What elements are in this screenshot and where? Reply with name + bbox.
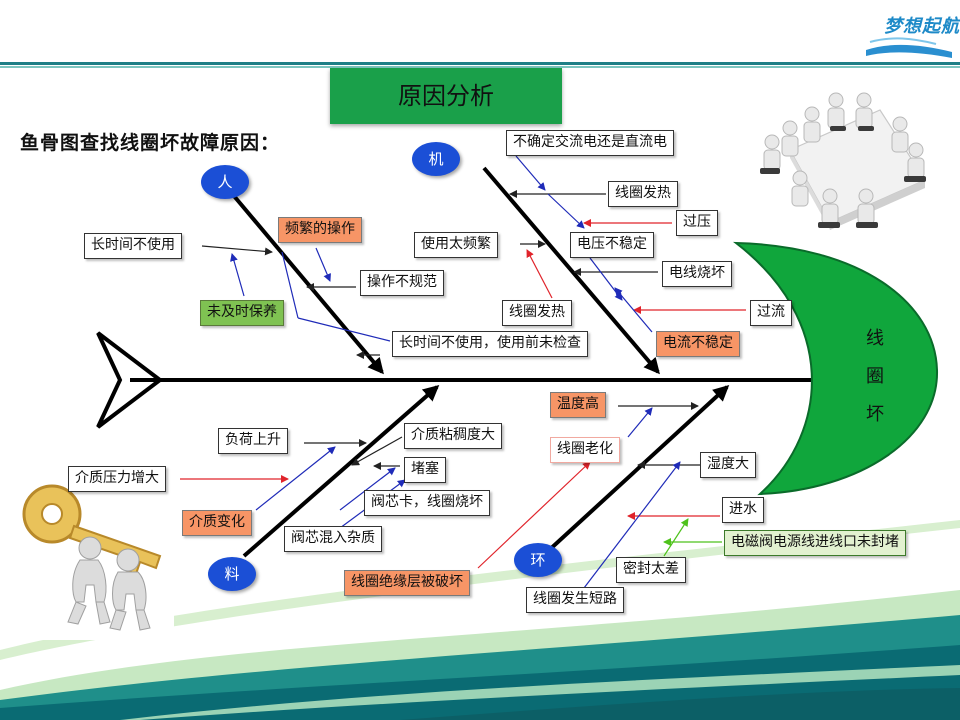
bone-machine [482,166,660,375]
material-arrows [180,436,406,529]
cause-box: 线圈发热 [608,181,678,207]
meeting-table-image [732,88,944,238]
category-people: 人 [201,165,249,199]
problem-text: 线圈坏 [866,328,884,425]
bone-environment [545,384,730,554]
cause-box: 操作不规范 [360,270,444,296]
people-arrows [201,245,391,359]
cause-box: 阀芯卡，线圈烧坏 [364,490,490,516]
cause-box: 堵塞 [404,457,446,483]
logo-waves [866,37,952,58]
cause-box: 温度高 [550,392,606,418]
fish-head [732,241,939,496]
cause-box: 频繁的操作 [278,217,362,243]
cause-box: 未及时保养 [200,300,284,326]
cause-box: 电磁阀电源线进线口未封堵 [724,530,906,556]
problem-label: 线圈坏 [858,320,892,434]
cause-box: 线圈老化 [550,437,620,463]
category-material: 料 [208,557,256,591]
category-environment: 环 [514,543,562,577]
cause-box: 长时间不使用 [84,233,182,259]
cause-box: 过流 [750,300,792,326]
cause-box: 不确定交流电还是直流电 [506,130,674,156]
cause-box: 介质变化 [182,510,252,536]
cause-box: 湿度大 [700,452,756,478]
cause-box: 使用太频繁 [414,232,498,258]
cause-box: 线圈发热 [502,300,572,326]
category-machine: 机 [412,142,460,176]
footer-waves [0,520,960,720]
cause-box: 负荷上升 [218,428,288,454]
cause-box: 过压 [676,210,718,236]
fish-tail [96,331,164,429]
cause-box: 密封太差 [616,557,686,583]
bone-material [242,385,440,558]
key-figures-image [14,480,174,640]
header-stripes [0,62,960,68]
logo: 梦想起航 [884,16,960,37]
cause-box: 进水 [722,497,764,523]
cause-box: 线圈绝缘层被破坏 [344,570,470,596]
cause-box: 线圈发生短路 [526,587,624,613]
cause-box: 介质压力增大 [68,466,166,492]
cause-box: 电线烧坏 [662,261,732,287]
slide-title: 原因分析 [330,68,562,124]
cause-box: 电流不稳定 [656,331,740,357]
environment-arrows [477,402,722,589]
machine-arrows [509,155,746,333]
slide-subtitle: 鱼骨图查找线圈坏故障原因： [20,132,281,154]
cause-box: 介质粘稠度大 [404,423,502,449]
cause-box: 长时间不使用，使用前未检查 [392,331,588,357]
cause-box: 阀芯混入杂质 [284,526,382,552]
cause-box: 电压不稳定 [570,232,654,258]
